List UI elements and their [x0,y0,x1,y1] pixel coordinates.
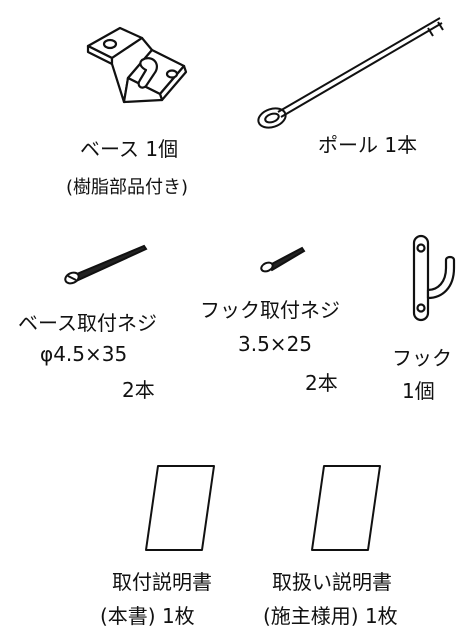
hook-screw-size: 3.5×25 [238,332,313,356]
base-screw-name: ベース取付ネジ [18,311,157,335]
base-screw-size: φ4.5×35 [40,342,128,366]
install-manual-note: (本書) 1枚 [100,604,195,628]
install-manual-name: 取付説明書 [112,570,212,594]
hook-screw-qty: 2本 [305,371,338,395]
owner-manual-name: 取扱い説明書 [272,570,392,594]
base-bracket-icon [86,26,188,104]
base-name: ベース 1個 [80,137,179,161]
sheet-icon [311,465,381,551]
hook-icon [412,234,456,322]
short-screw-icon [260,246,306,273]
pole-name: ポール 1本 [318,133,418,157]
long-screw-icon [64,244,148,285]
hook-screw-name: フック取付ネジ [200,298,340,322]
hook-name: フック [392,346,452,370]
pole-icon [257,17,444,129]
base-screw-qty: 2本 [122,378,155,402]
sheet-icon [145,465,215,551]
hook-qty: 1個 [402,379,435,403]
owner-manual-note: (施主様用) 1枚 [263,604,398,628]
base-note: (樹脂部品付き) [66,177,189,198]
